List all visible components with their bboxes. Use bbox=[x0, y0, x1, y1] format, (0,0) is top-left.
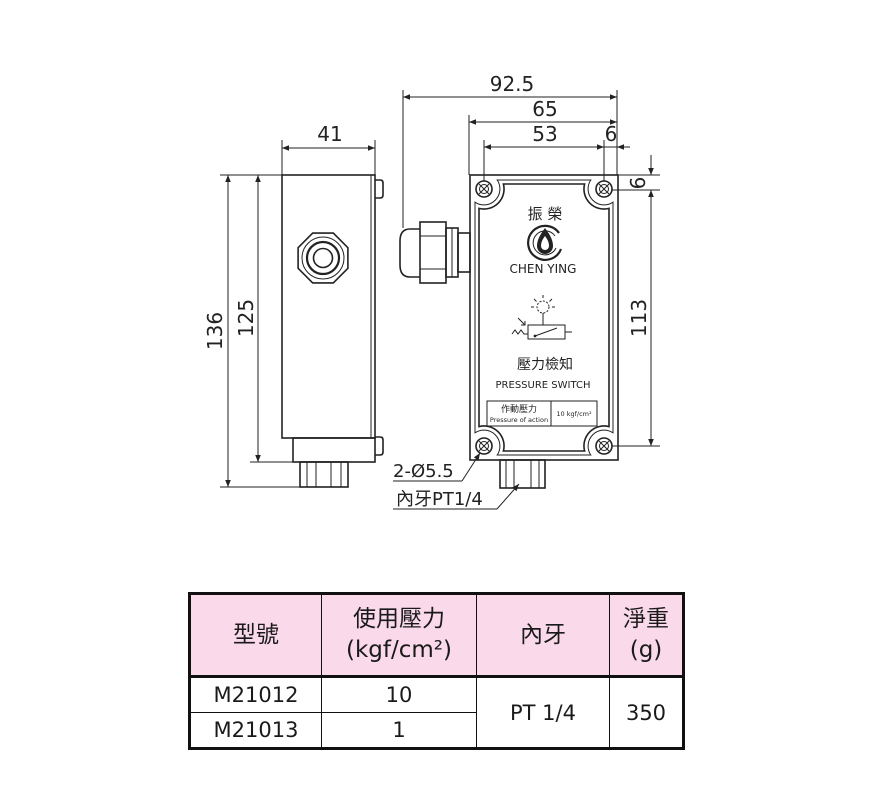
dim-hole-offset-x: 6 bbox=[604, 122, 630, 150]
header-pressure-unit: (kgf/cm²) bbox=[346, 637, 452, 663]
side-bottom-cover bbox=[292, 437, 376, 463]
spec-header-row: 型號 使用壓力 (kgf/cm²) 內牙 淨重 (g) bbox=[189, 593, 684, 678]
side-tab-bottom bbox=[375, 436, 384, 456]
cable-gland-end-view bbox=[297, 232, 349, 284]
screw-icon bbox=[475, 180, 493, 198]
dim-hole-offset-y-label: 6 bbox=[626, 177, 650, 190]
technical-drawing: 41 136 125 bbox=[203, 72, 660, 510]
dim-body-width-label: 65 bbox=[532, 97, 557, 121]
cell-model: M21013 bbox=[189, 712, 322, 749]
dim-side-width: 41 bbox=[281, 122, 376, 175]
side-tab-top bbox=[375, 179, 384, 199]
nameplate: 振 榮 CHEN YING bbox=[486, 205, 598, 427]
callout-port-thread: 內牙PT1/4 bbox=[393, 483, 520, 510]
dim-hole-offset-x-label: 6 bbox=[605, 122, 618, 146]
table-row: M21013 1 bbox=[189, 712, 684, 749]
cable-gland-side-view bbox=[399, 221, 471, 284]
header-pressure-label: 使用壓力 bbox=[353, 606, 445, 632]
cell-weight: 350 bbox=[609, 676, 684, 749]
brand-name-cn: 振 榮 bbox=[528, 205, 563, 223]
dim-hole-pitch-y: 113 bbox=[612, 190, 660, 447]
rating-label-box: 作動壓力 Pressure of action 10 kgf/cm² bbox=[486, 400, 598, 427]
rating-label-cn: 作動壓力 bbox=[501, 403, 537, 415]
brand-name-en: CHEN YING bbox=[510, 262, 577, 276]
front-frame-outer bbox=[474, 179, 614, 456]
header-thread-label: 內牙 bbox=[520, 621, 566, 648]
cell-thread: PT 1/4 bbox=[476, 676, 610, 749]
rating-label-en: Pressure of action bbox=[490, 416, 548, 424]
rating-value: 10 kgf/cm² bbox=[556, 410, 592, 418]
dim-overall-width-label: 92.5 bbox=[490, 72, 535, 96]
dim-side-width-label: 41 bbox=[317, 122, 342, 146]
front-view: 振 榮 CHEN YING bbox=[399, 174, 619, 489]
header-model-label: 型號 bbox=[233, 621, 279, 648]
cell-model: M21012 bbox=[189, 676, 322, 713]
product-name-en: PRESSURE SWITCH bbox=[496, 380, 591, 391]
side-body bbox=[281, 174, 376, 439]
callout-mounting-holes-label: 2-Ø5.5 bbox=[393, 461, 454, 482]
pressure-switch-symbol-icon bbox=[511, 295, 572, 340]
dim-hole-pitch-x-label: 53 bbox=[532, 122, 557, 146]
side-view bbox=[281, 174, 384, 488]
dim-body-height-label: 125 bbox=[234, 299, 258, 337]
header-weight: 淨重 (g) bbox=[609, 593, 684, 678]
header-pressure: 使用壓力 (kgf/cm²) bbox=[321, 593, 477, 678]
callout-port-thread-label: 內牙PT1/4 bbox=[396, 489, 483, 510]
cell-pressure: 10 bbox=[321, 676, 477, 713]
header-model: 型號 bbox=[189, 593, 322, 678]
dim-overall-height: 136 bbox=[203, 174, 300, 488]
dim-overall-height-label: 136 bbox=[203, 312, 227, 350]
dim-overall-width: 92.5 bbox=[402, 72, 618, 228]
screw-icon bbox=[475, 437, 493, 455]
dim-body-width: 65 bbox=[468, 97, 617, 175]
dim-body-height: 125 bbox=[234, 175, 293, 463]
callout-mounting-holes: 2-Ø5.5 bbox=[393, 452, 481, 482]
header-weight-label: 淨重 bbox=[623, 606, 669, 632]
dim-hole-offset-y: 6 bbox=[612, 155, 660, 191]
front-port-fitting bbox=[499, 459, 546, 489]
dim-hole-pitch-y-label: 113 bbox=[627, 299, 651, 337]
front-frame-inner bbox=[478, 183, 610, 452]
header-weight-unit: (g) bbox=[629, 637, 663, 663]
side-port-fitting bbox=[299, 461, 349, 488]
cell-pressure: 1 bbox=[321, 712, 477, 749]
header-thread: 內牙 bbox=[476, 593, 610, 678]
screw-icon bbox=[595, 437, 613, 455]
dim-hole-pitch-x: 53 bbox=[483, 122, 605, 181]
spec-table: 型號 使用壓力 (kgf/cm²) 內牙 淨重 (g) M21012 10 PT… bbox=[188, 592, 685, 750]
product-name-cn: 壓力檢知 bbox=[517, 356, 573, 373]
screw-icon bbox=[595, 180, 613, 198]
brand-logo-icon bbox=[527, 224, 563, 261]
table-row: M21012 10 PT 1/4 350 bbox=[189, 676, 684, 749]
